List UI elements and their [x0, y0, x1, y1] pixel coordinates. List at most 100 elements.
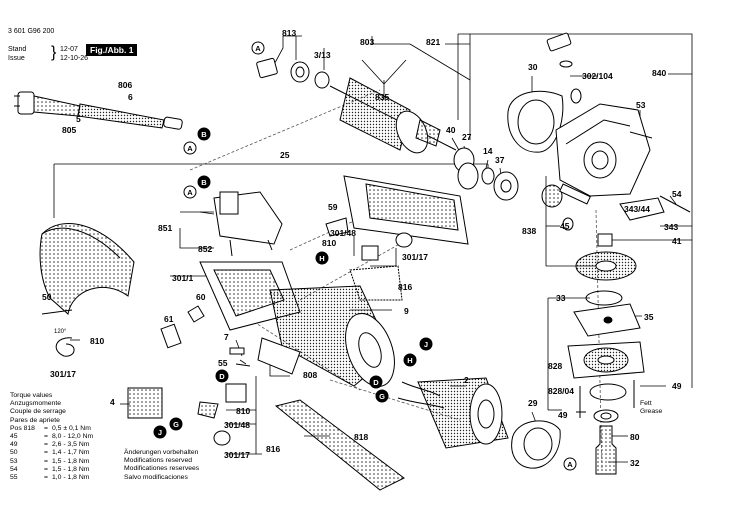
- notice-line-en: Modifications reserved: [124, 457, 192, 465]
- svg-text:H: H: [407, 356, 412, 365]
- callout-b1: B: [197, 127, 211, 141]
- torque-row: 53=1,5 - 1,8 Nm: [10, 458, 112, 466]
- callout-a4: A: [563, 457, 577, 471]
- grease-label-de: Fett: [640, 400, 652, 407]
- svg-text:D: D: [373, 378, 379, 387]
- part-label-14: 14: [483, 146, 493, 156]
- callout-h2: H: [403, 353, 417, 367]
- part-label-301-48a: 301/48: [330, 228, 356, 238]
- part-label-30: 30: [528, 62, 538, 72]
- part-label-40: 40: [446, 125, 456, 135]
- svg-text:A: A: [187, 144, 193, 153]
- torque-value: 1,4 - 1,7 Nm: [52, 449, 90, 457]
- notice-line-es: Salvo modificaciones: [124, 473, 188, 481]
- torque-eq: =: [44, 433, 48, 441]
- part-label-55: 55: [218, 358, 228, 368]
- svg-text:A: A: [567, 460, 573, 469]
- part-label-7: 7: [224, 332, 229, 342]
- gear-part: [541, 183, 637, 281]
- parts-artwork: [14, 32, 691, 491]
- issue-date: 12-10-26: [60, 55, 89, 62]
- bearing-flange-part: [567, 341, 645, 401]
- part-label-2: 2: [464, 375, 469, 385]
- callout-d2: D: [369, 375, 383, 389]
- svg-text:G: G: [173, 420, 179, 429]
- torque-pos: 53: [10, 457, 18, 465]
- part-label-5: 5: [76, 114, 81, 124]
- torque-value: 8,0 - 12,0 Nm: [52, 433, 94, 441]
- part-label-301-17c: 301/17: [224, 450, 250, 460]
- torque-heading-es: Pares de apriete: [10, 416, 60, 424]
- torque-row: 49=2,6 - 3,5 Nm: [10, 441, 112, 449]
- part-label-37: 37: [495, 155, 505, 165]
- switch-assembly-part: [213, 191, 283, 257]
- torque-eq: =: [44, 457, 48, 465]
- part-label-53: 53: [636, 100, 646, 110]
- part-label-816a: 816: [398, 282, 412, 292]
- motor-housing-top-part: [343, 175, 469, 245]
- torque-pos: 49: [10, 441, 18, 449]
- part-label-810b: 810: [90, 336, 104, 346]
- torque-value: 1,5 - 1,8 Nm: [52, 465, 90, 473]
- motor-housing-part: [269, 285, 395, 387]
- spring-clip-part: [55, 337, 75, 357]
- part-label-851: 851: [158, 223, 172, 233]
- torque-heading-fr: Couple de serrage: [10, 408, 66, 416]
- spindle-lock-part: [546, 32, 572, 52]
- part-label-813: 813: [282, 28, 296, 38]
- torque-row: 54=1,5 - 1,8 Nm: [10, 466, 112, 474]
- torque-row: 55 = 1,0 - 1,8 Nm: [10, 474, 112, 482]
- part-label-301-17b: 301/17: [50, 369, 76, 379]
- svg-text:J: J: [424, 340, 428, 349]
- electronics-module-part: [127, 387, 163, 419]
- torque-eq: =: [44, 424, 48, 432]
- part-label-41: 41: [672, 236, 682, 246]
- callout-d1: D: [215, 369, 229, 383]
- part-label-4: 4: [110, 397, 115, 407]
- callout-b2: B: [197, 175, 211, 189]
- part-label-29: 29: [528, 398, 538, 408]
- part-label-49a: 49: [672, 381, 682, 391]
- part-label-6: 6: [128, 92, 133, 102]
- part-label-840: 840: [652, 68, 666, 78]
- torque-eq: =: [44, 474, 48, 482]
- header-brace: }: [51, 44, 57, 61]
- callout-j1: J: [419, 337, 433, 351]
- part-label-808: 808: [303, 370, 317, 380]
- torque-eq: =: [44, 441, 48, 449]
- power-plug-part: [14, 91, 183, 130]
- svg-text:J: J: [158, 428, 162, 437]
- torque-row: Pos 818=0,5 ± 0,1 Nm: [10, 425, 112, 433]
- part-label-302-104: 302/104: [582, 71, 613, 81]
- document-number: 3 601 G96 200: [8, 28, 55, 35]
- part-label-805: 805: [62, 125, 76, 135]
- callout-h1: H: [315, 251, 329, 265]
- torque-row: 45 = 8,0 - 12,0 Nm: [10, 433, 112, 441]
- torque-value: 1,0 - 1,8 Nm: [52, 474, 90, 482]
- part-label-61: 61: [164, 314, 174, 324]
- part-label-810c: 810: [236, 406, 250, 416]
- svg-text:B: B: [201, 178, 207, 187]
- handle-cover-part: [274, 399, 405, 491]
- part-number-labels: 806658058133/1380383582184030302/1045327…: [42, 28, 682, 468]
- stand-date: 12-07: [60, 46, 78, 53]
- part-label-301-1: 301/1: [172, 273, 194, 283]
- part-label-25: 25: [280, 150, 290, 160]
- torque-pos: 55: [10, 474, 18, 482]
- part-label-27: 27: [462, 132, 472, 142]
- angle-label: 120°: [54, 329, 67, 335]
- torque-value: 0,5 ± 0,1 Nm: [52, 424, 91, 432]
- part-label-828-04: 828/04: [548, 386, 574, 396]
- part-label-806: 806: [118, 80, 132, 90]
- part-label-828: 828: [548, 361, 562, 371]
- svg-text:H: H: [319, 254, 324, 263]
- part-label-32: 32: [630, 458, 640, 468]
- armature-part: [329, 77, 457, 154]
- part-label-35: 35: [644, 312, 654, 322]
- part-label-838: 838: [522, 226, 536, 236]
- stand-label: Stand: [8, 46, 27, 53]
- torque-pos: 45: [10, 433, 18, 441]
- svg-text:B: B: [201, 130, 207, 139]
